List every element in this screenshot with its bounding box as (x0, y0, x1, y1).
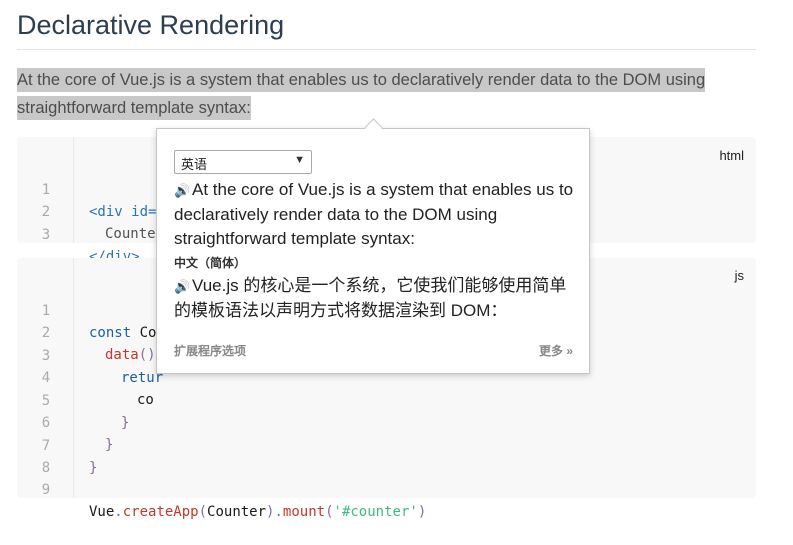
code-line: 2 data() (17, 300, 156, 363)
code-language-label: js (734, 268, 744, 283)
code-token: () (138, 347, 156, 363)
page-title: Declarative Rendering (17, 10, 285, 40)
code-token: Co (131, 325, 157, 341)
code-token: ) (417, 504, 427, 520)
code-language-label: html (719, 148, 744, 163)
line-number: 6 (41, 415, 51, 431)
speaker-icon[interactable]: 🔊 (174, 279, 191, 294)
source-text: 🔊At the core of Vue.js is a system that … (174, 178, 574, 251)
code-token: const (89, 325, 132, 341)
translation-text: 🔊Vue.js 的核心是一个系统，它使我们能够使用简单的模板语法以声明方式将数据… (174, 274, 574, 323)
code-token: } (121, 415, 130, 431)
line-number: 1 (41, 303, 51, 319)
selected-text-line-2[interactable]: straightforward template syntax: (17, 96, 251, 120)
translation-popup: 英语 ▼ 🔊At the core of Vue.js is a system … (156, 118, 590, 374)
code-line: 4 co (17, 345, 154, 408)
code-line: 1 const Co (17, 278, 157, 341)
code-token: createApp (122, 504, 199, 520)
code-token: <div (89, 204, 123, 220)
line-number: 1 (41, 182, 51, 198)
code-line: 7 } (17, 413, 98, 476)
code-token: Vue (89, 504, 115, 520)
line-number: 2 (41, 325, 51, 341)
more-link[interactable]: 更多 » (538, 344, 573, 358)
code-line: 3 </div> (17, 202, 140, 265)
code-token: co (137, 392, 154, 408)
line-number: 8 (41, 460, 51, 476)
code-token: Counter (207, 504, 267, 520)
line-number: 7 (41, 438, 51, 454)
code-token: retur (121, 370, 164, 386)
code-token: mount (282, 504, 326, 520)
line-number: 3 (41, 348, 51, 364)
code-line: 5 } (17, 368, 130, 431)
code-token: } (89, 460, 98, 476)
code-token: id= (122, 204, 157, 220)
line-number: 5 (41, 393, 51, 409)
line-number: 9 (41, 482, 51, 498)
code-line: 1 <div id= (17, 157, 157, 220)
code-token: . (114, 504, 123, 520)
line-number: 4 (41, 370, 51, 386)
intro-paragraph: At the core of Vue.js is a system that e… (17, 66, 737, 122)
code-token: . (274, 504, 283, 520)
code-line: 8 (17, 435, 51, 476)
extension-options-link[interactable]: 扩展程序选项 (174, 344, 247, 358)
line-number-gutter (17, 258, 74, 498)
line-number: 2 (41, 204, 51, 220)
code-token: ( (198, 504, 208, 520)
chevron-down-icon: ▼ (294, 154, 305, 166)
source-language-value: 英语 (181, 157, 208, 172)
code-token: data (105, 347, 139, 363)
line-number: 3 (41, 227, 51, 243)
code-line: 6 } (17, 390, 114, 453)
code-token: ( (325, 504, 334, 520)
code-token: Counter (105, 226, 165, 242)
code-token: } (105, 437, 114, 453)
code-line: 3 retur (17, 323, 163, 386)
title-divider (17, 49, 756, 50)
speaker-icon[interactable]: 🔊 (174, 183, 191, 198)
selected-text-line-1[interactable]: At the core of Vue.js is a system that e… (17, 68, 706, 92)
translation-text-content: Vue.js 的核心是一个系统，它使我们能够使用简单的模板语法以声明方式将数据渲… (174, 276, 567, 320)
code-line: 2 Counter (17, 179, 164, 242)
target-language-label: 中文（简体） (174, 256, 247, 270)
code-token: '#counter' (333, 504, 418, 520)
source-text-content: At the core of Vue.js is a system that e… (174, 180, 574, 248)
source-language-select[interactable]: 英语 ▼ (174, 150, 312, 174)
line-number-gutter (17, 137, 74, 243)
code-line: 9 Vue.createApp(Counter).mount('#counter… (17, 457, 426, 520)
